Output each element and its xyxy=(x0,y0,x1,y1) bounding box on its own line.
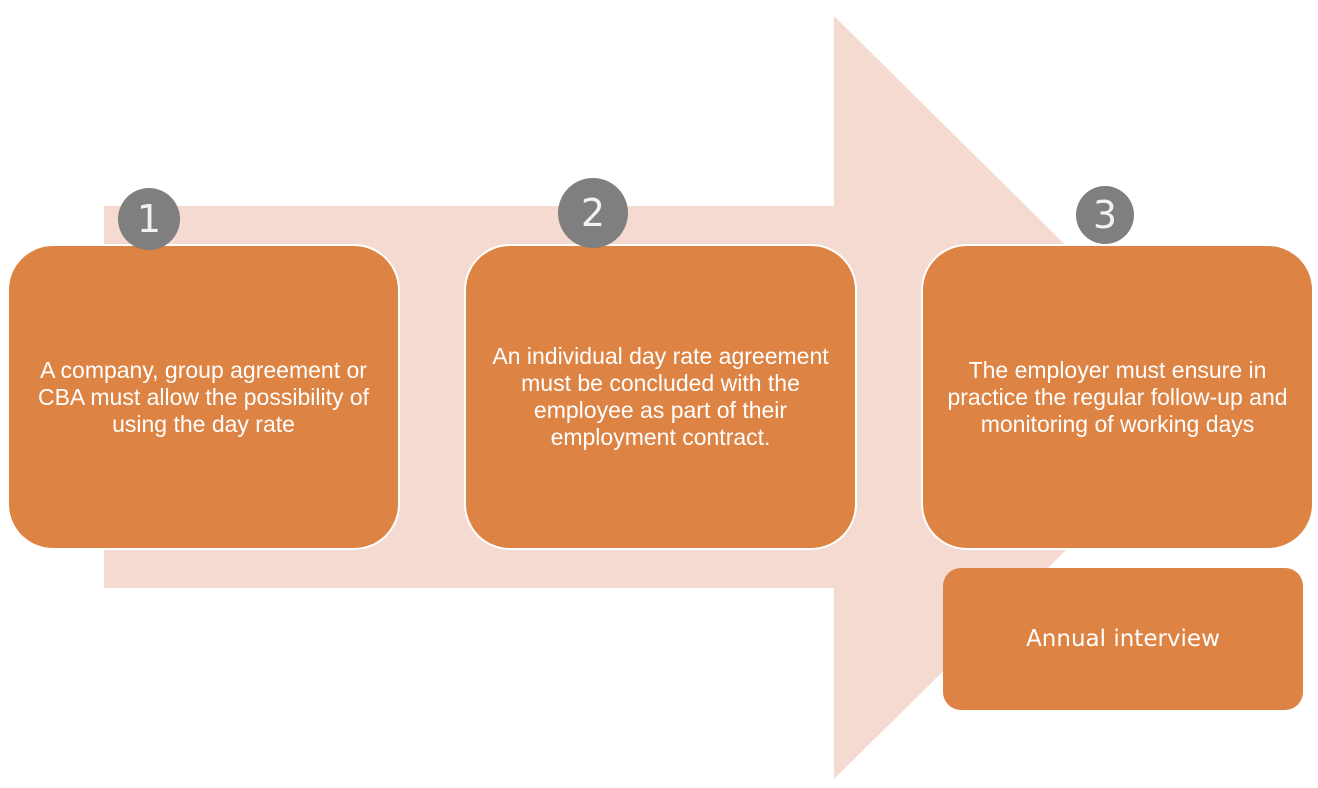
annual-interview-text: Annual interview xyxy=(1026,626,1220,652)
step-2-text: An individual day rate agreement must be… xyxy=(492,343,829,450)
step-3-text: The employer must ensure in practice the… xyxy=(947,356,1288,437)
annual-interview-box: Annual interview xyxy=(943,568,1303,710)
step-3-number: 3 xyxy=(1092,193,1118,237)
step-3-box: The employer must ensure in practice the… xyxy=(921,244,1314,550)
step-3-number-badge: 3 xyxy=(1076,186,1134,244)
step-1-box: A company, group agreement or CBA must a… xyxy=(7,244,400,550)
step-1-number: 1 xyxy=(136,197,162,241)
step-1-text: A company, group agreement or CBA must a… xyxy=(37,356,370,437)
step-1-number-badge: 1 xyxy=(118,188,180,250)
step-2-box: An individual day rate agreement must be… xyxy=(464,244,857,550)
step-2-number-badge: 2 xyxy=(558,178,628,248)
step-2-number: 2 xyxy=(580,191,606,235)
